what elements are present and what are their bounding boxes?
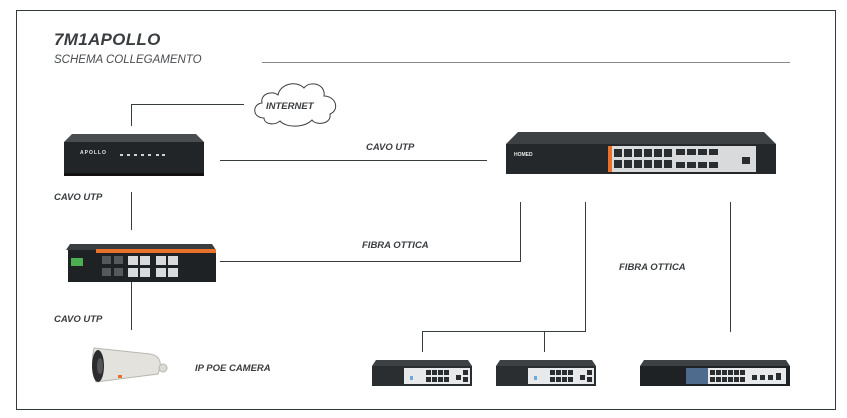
- line-bottom-h: [422, 331, 586, 332]
- diagram-title: 7M1APOLLO: [54, 30, 161, 49]
- line-router-up: [131, 104, 132, 126]
- internet-label: INTERNET: [266, 101, 314, 112]
- label-camera: IP POE CAMERA: [195, 363, 271, 374]
- industrial-switch-icon: [66, 244, 216, 282]
- label-industrial-core: FIBRA OTTICA: [362, 240, 429, 251]
- line-bottom-sw2: [544, 331, 545, 352]
- label-core-bottom: FIBRA OTTICA: [619, 262, 686, 273]
- line-router-industrial: [131, 192, 132, 230]
- line-bottom-sw1: [422, 331, 423, 352]
- line-core-bottom-v: [585, 202, 586, 332]
- line-router-core: [220, 160, 487, 161]
- rack-switch-icon-large: [640, 360, 790, 386]
- router-icon: [64, 134, 204, 176]
- core-switch-brand: HOMED: [514, 152, 533, 158]
- label-router-industrial: CAVO UTP: [54, 192, 103, 203]
- bullet-camera-icon: [91, 347, 168, 383]
- diagram-frame: [16, 10, 836, 410]
- line-industrial-core-v: [520, 202, 521, 262]
- line-industrial-core-h: [220, 261, 521, 262]
- diagram-subtitle: SCHEMA COLLEGAMENTO: [54, 54, 202, 66]
- line-router-internet: [131, 104, 244, 105]
- header-divider: [262, 62, 790, 63]
- cloud-icon: [254, 83, 337, 127]
- label-router-core: CAVO UTP: [366, 142, 415, 153]
- poe-switch-icon-2: [496, 360, 596, 386]
- router-brand: APOLLO: [80, 150, 107, 156]
- label-industrial-camera: CAVO UTP: [54, 314, 103, 325]
- poe-switch-icon-1: [372, 360, 472, 386]
- line-industrial-camera: [131, 278, 132, 330]
- line-core-large: [730, 202, 731, 332]
- rack-switch-icon: [506, 132, 776, 174]
